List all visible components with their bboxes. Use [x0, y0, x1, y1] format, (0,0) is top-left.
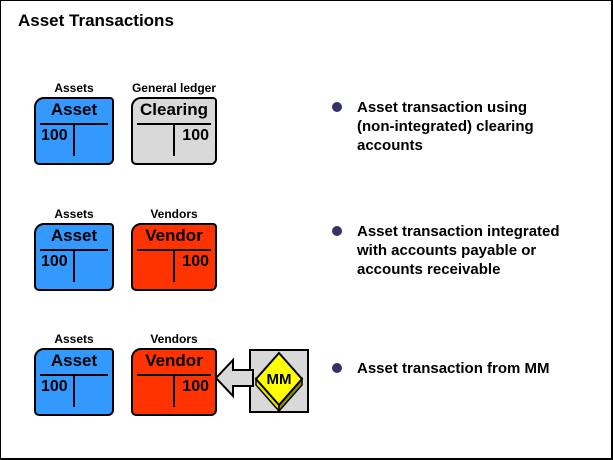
bullet-dot-icon [332, 226, 342, 236]
mm-cube-top-facet [254, 351, 304, 407]
bullet-text: Asset transaction using (non-integrated)… [357, 98, 602, 155]
t-account-divider-line [73, 123, 75, 156]
account-category-label: Assets [54, 332, 94, 346]
debit-amount: 100 [41, 378, 68, 395]
bullet-text: Asset transaction from MM [357, 359, 602, 378]
clearing-account-group: General ledger Clearing 100 [131, 81, 217, 167]
bullet-line: accounts receivable [357, 261, 501, 278]
credit-amount: 100 [182, 253, 209, 270]
bullet-line: Asset transaction using [357, 99, 528, 116]
t-account-divider-line [173, 374, 175, 407]
t-account-asset: Asset 100 [34, 223, 114, 291]
account-category-label: General ledger [131, 81, 217, 95]
vendor-account-group: Vendors Vendor 100 [131, 332, 217, 418]
account-name: Asset [50, 351, 98, 370]
asset-account-group: Assets Asset 100 [34, 332, 114, 418]
page-title: Asset Transactions [18, 11, 174, 30]
mm-module-panel: MM [249, 349, 309, 413]
diagram-row-2: Assets Asset 100 Vendors Vendor 100 [1, 207, 611, 293]
account-name: Asset [50, 226, 98, 245]
bullet-line: (non-integrated) clearing [357, 118, 534, 135]
asset-account-group: Assets Asset 100 [34, 81, 114, 167]
left-arrow-shape [214, 357, 254, 399]
account-category-label: Vendors [150, 207, 198, 221]
account-category-label: Vendors [150, 332, 198, 346]
account-name: Clearing [139, 100, 209, 119]
bullet-line: accounts [357, 137, 423, 154]
t-account-divider-line [73, 374, 75, 407]
t-account-divider-line [173, 123, 175, 156]
credit-amount: 100 [182, 378, 209, 395]
t-account-divider-line [73, 249, 75, 282]
mm-label: MM [267, 371, 292, 388]
account-name: Vendor [145, 351, 203, 370]
diagram-row-3: Assets Asset 100 Vendors Vendor 100 [1, 332, 611, 418]
bullet-line: Asset transaction integrated [357, 223, 560, 240]
asset-account-group: Assets Asset 100 [34, 207, 114, 293]
diagram-row-1: Assets Asset 100 General ledger Clearing… [1, 81, 611, 167]
account-name: Vendor [145, 226, 203, 245]
mm-cube-icon: MM [254, 351, 304, 411]
bullet-dot-icon [332, 102, 342, 112]
account-name: Asset [50, 100, 98, 119]
t-account-asset: Asset 100 [34, 97, 114, 165]
t-account-vendor: Vendor 100 [131, 223, 217, 291]
account-category-label: Assets [54, 81, 94, 95]
debit-amount: 100 [41, 253, 68, 270]
t-account-asset: Asset 100 [34, 348, 114, 416]
vendor-account-group: Vendors Vendor 100 [131, 207, 217, 293]
account-category-label: Assets [54, 207, 94, 221]
bullet-line: Asset transaction from MM [357, 360, 550, 377]
credit-amount: 100 [182, 127, 209, 144]
bullet-dot-icon [332, 363, 342, 373]
debit-amount: 100 [41, 127, 68, 144]
t-account-divider-line [173, 249, 175, 282]
t-account-vendor: Vendor 100 [131, 348, 217, 416]
bullet-line: with accounts payable or [357, 242, 537, 259]
bullet-text: Asset transaction integrated with accoun… [357, 222, 602, 279]
t-account-clearing: Clearing 100 [131, 97, 217, 165]
left-arrow-icon [214, 357, 254, 399]
